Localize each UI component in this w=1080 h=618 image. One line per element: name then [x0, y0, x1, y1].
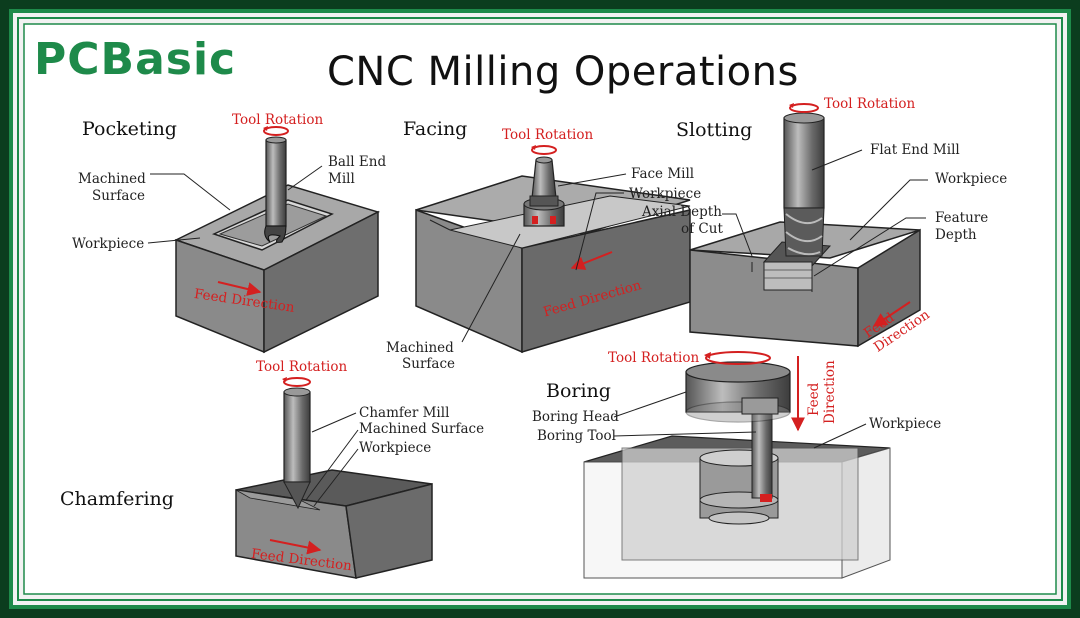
chamfering-mill-label: Chamfer Mill [359, 405, 450, 421]
pocketing-ball-end-label-2: Mill [328, 171, 355, 187]
chamfering-tool-rotation-label: Tool Rotation [256, 359, 348, 375]
facing-illustration [415, 145, 691, 354]
slotting-feature-depth-label-1: Feature [935, 210, 989, 226]
slotting-flat-end-mill-label: Flat End Mill [870, 142, 960, 158]
boring-tool-rotation-label: Tool Rotation [608, 350, 700, 366]
brand-logo: PCBasic [34, 34, 237, 85]
pocketing-title: Pocketing [82, 118, 177, 140]
boring-illustration [583, 351, 891, 579]
boring-tool-label: Boring Tool [537, 428, 616, 444]
boring-title: Boring [546, 380, 611, 402]
slotting-workpiece-label: Workpiece [935, 171, 1008, 187]
slotting-feature-depth-label-2: Depth [935, 227, 977, 243]
pocketing-machined-label-2: Surface [92, 188, 145, 204]
slotting-axial-depth-label-2: of Cut [681, 221, 723, 237]
boring-workpiece-label: Workpiece [869, 416, 942, 432]
slotting-illustration [689, 103, 928, 348]
pocketing-tool-rotation-label: Tool Rotation [232, 112, 324, 128]
facing-workpiece-label: Workpiece [629, 186, 702, 202]
facing-title: Facing [403, 118, 468, 140]
facing-machined-label-2: Surface [402, 356, 455, 372]
pocketing-machined-label-1: Machined [78, 171, 146, 187]
boring-feed-label-2: Direction [822, 360, 838, 424]
chamfering-machined-label: Machined Surface [359, 421, 485, 437]
boring-feed-label-1: Feed [806, 382, 822, 416]
pocketing-workpiece-label: Workpiece [72, 236, 145, 252]
pocketing-ball-end-label-1: Ball End [328, 154, 387, 170]
facing-tool-rotation-label: Tool Rotation [502, 127, 594, 143]
boring-head-label: Boring Head [532, 409, 619, 425]
page-title: CNC Milling Operations [327, 49, 799, 95]
pocketing-illustration [147, 126, 381, 354]
slotting-tool-rotation-label: Tool Rotation [824, 96, 916, 112]
slotting-title: Slotting [676, 119, 753, 141]
slotting-axial-depth-label-1: Axial Depth [642, 204, 722, 220]
chamfering-illustration [235, 377, 433, 579]
facing-machined-label-1: Machined [386, 340, 454, 356]
facing-face-mill-label: Face Mill [631, 166, 695, 182]
chamfering-workpiece-label: Workpiece [359, 440, 432, 456]
chamfering-title: Chamfering [60, 488, 174, 510]
